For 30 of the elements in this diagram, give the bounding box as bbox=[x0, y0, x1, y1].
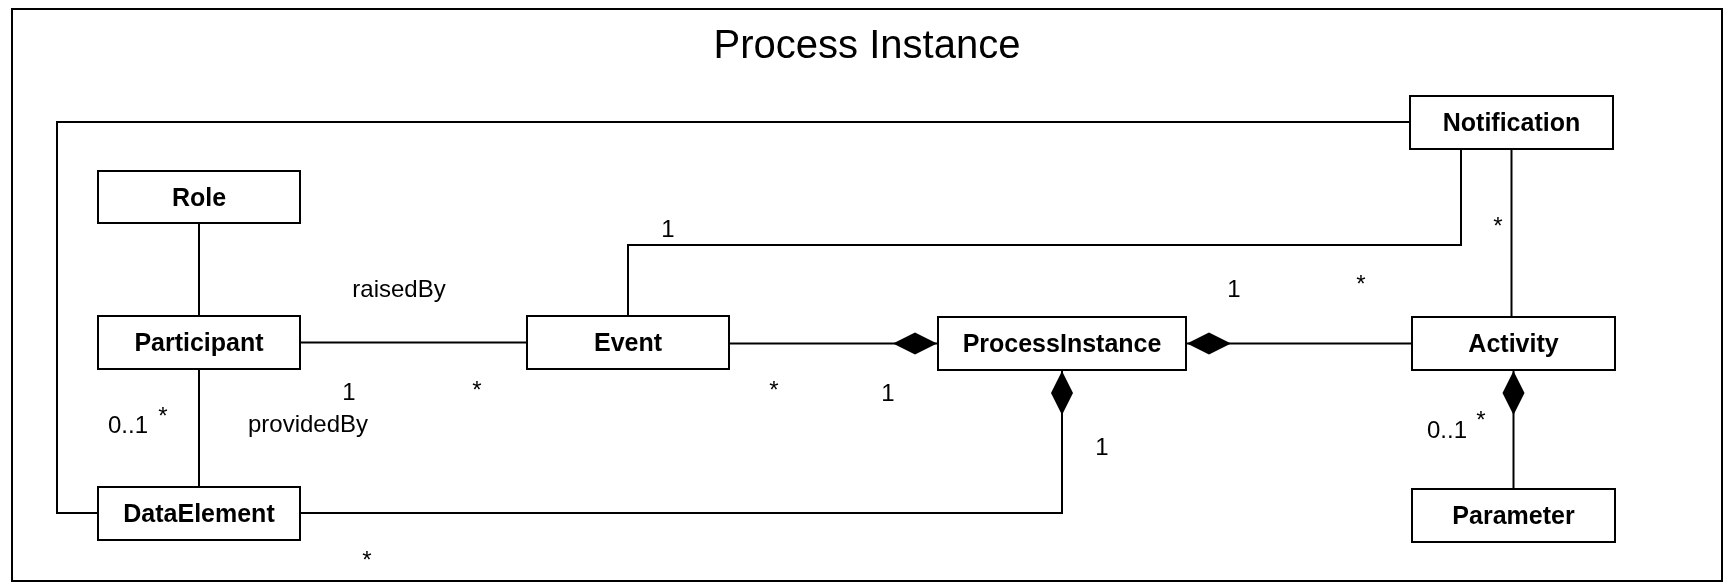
association-line bbox=[198, 369, 200, 487]
composition-line bbox=[729, 332, 938, 355]
class-name: Notification bbox=[1442, 108, 1581, 137]
class-box bbox=[1411, 488, 1616, 543]
association-line bbox=[627, 149, 1462, 316]
class-box bbox=[937, 316, 1187, 371]
class-name: Parameter bbox=[1452, 501, 1575, 530]
class-box bbox=[1409, 95, 1614, 150]
class-name: DataElement bbox=[123, 499, 275, 528]
composition-line bbox=[1502, 370, 1525, 489]
association-line bbox=[56, 121, 1410, 514]
frame-title: Process Instance bbox=[712, 22, 1022, 67]
class-box bbox=[97, 486, 301, 541]
class-name: Event bbox=[593, 328, 663, 357]
association-line bbox=[1510, 149, 1513, 317]
package-frame bbox=[11, 8, 1723, 582]
edge-label: providedBy bbox=[247, 412, 369, 436]
edge-label: raisedBy bbox=[352, 277, 446, 301]
association-line bbox=[198, 223, 200, 316]
class-box bbox=[526, 315, 730, 370]
class-box bbox=[97, 170, 301, 224]
composition-line bbox=[300, 370, 1073, 514]
class-name: Activity bbox=[1468, 329, 1559, 358]
class-name: Participant bbox=[134, 328, 264, 357]
class-box bbox=[97, 315, 301, 370]
composition-line bbox=[1186, 332, 1412, 355]
class-box bbox=[1411, 316, 1616, 371]
class-name: Role bbox=[171, 182, 227, 212]
association-line bbox=[300, 341, 527, 344]
class-name: ProcessInstance bbox=[962, 329, 1162, 358]
